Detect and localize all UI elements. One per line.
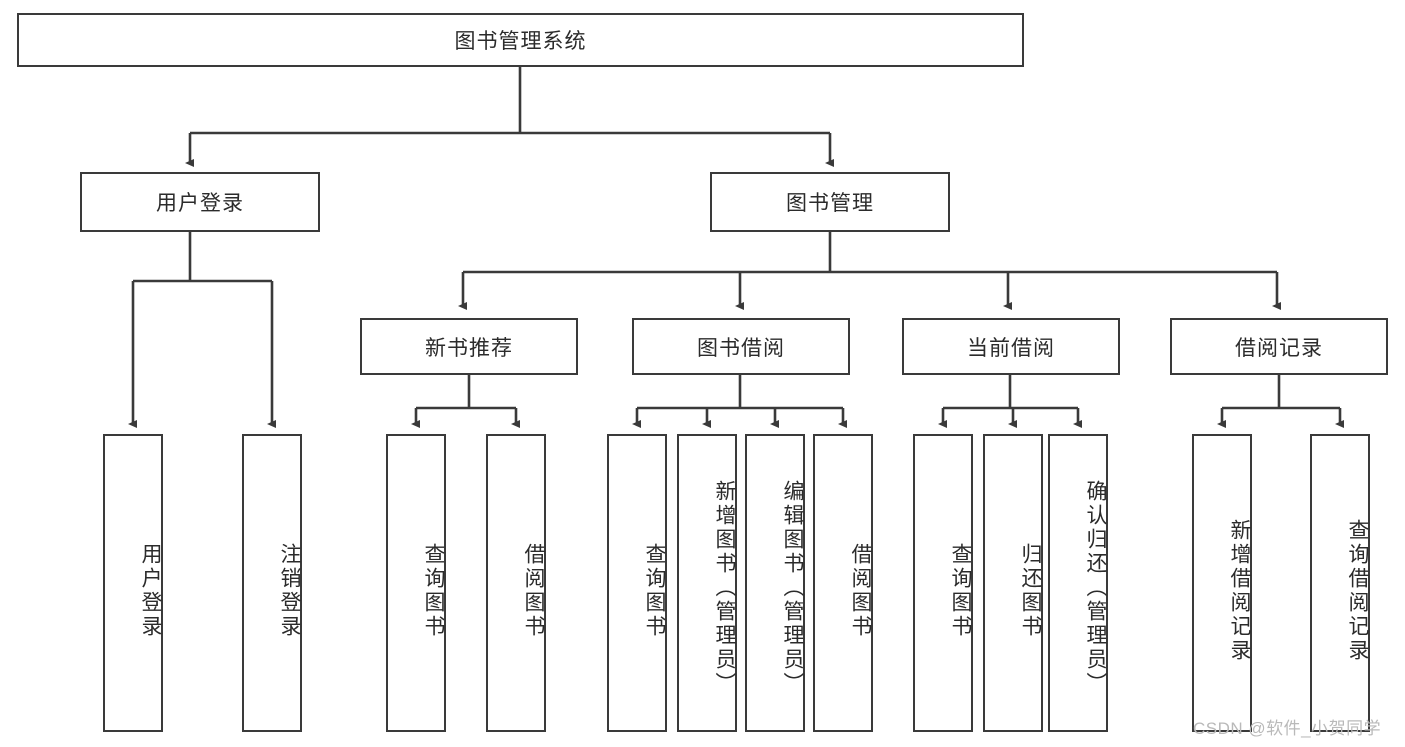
node-leaf-query-book-2[interactable]: 查询图书 bbox=[607, 434, 667, 732]
node-label: 借阅图书 bbox=[522, 543, 545, 639]
node-leaf-confirm-return[interactable]: 确认归还（管理员） bbox=[1048, 434, 1108, 732]
node-label: 查询借阅记录 bbox=[1346, 519, 1369, 663]
node-leaf-edit-book[interactable]: 编辑图书（管理员） bbox=[745, 434, 805, 732]
node-label: 新书推荐 bbox=[425, 336, 513, 360]
node-label: 查询图书 bbox=[643, 543, 666, 639]
node-label: 借阅记录 bbox=[1235, 336, 1323, 360]
node-borrow-record[interactable]: 借阅记录 bbox=[1170, 318, 1388, 375]
node-label: 新增图书（管理员） bbox=[713, 480, 736, 696]
watermark-text: CSDN @软件_小贺同学 bbox=[1193, 719, 1382, 738]
node-book-borrow[interactable]: 图书借阅 bbox=[632, 318, 850, 375]
node-label: 借阅图书 bbox=[849, 543, 872, 639]
node-label: 归还图书 bbox=[1019, 543, 1042, 639]
node-user-login[interactable]: 用户登录 bbox=[80, 172, 320, 232]
node-label: 用户登录 bbox=[156, 192, 244, 215]
node-label: 查询图书 bbox=[422, 543, 445, 639]
node-label: 图书借阅 bbox=[697, 336, 785, 360]
node-label: 确认归还（管理员） bbox=[1084, 480, 1107, 696]
node-label: 用户登录 bbox=[139, 543, 162, 639]
node-current-borrow[interactable]: 当前借阅 bbox=[902, 318, 1120, 375]
node-leaf-borrow-book-1[interactable]: 借阅图书 bbox=[486, 434, 546, 732]
node-label: 查询图书 bbox=[949, 543, 972, 639]
node-new-book-recommend[interactable]: 新书推荐 bbox=[360, 318, 578, 375]
node-label: 当前借阅 bbox=[967, 336, 1055, 360]
node-book-management[interactable]: 图书管理 bbox=[710, 172, 950, 232]
node-label: 注销登录 bbox=[278, 543, 301, 639]
node-book-management-system[interactable]: 图书管理系统 bbox=[17, 13, 1024, 67]
node-leaf-query-book-1[interactable]: 查询图书 bbox=[386, 434, 446, 732]
node-leaf-add-book[interactable]: 新增图书（管理员） bbox=[677, 434, 737, 732]
node-leaf-add-record[interactable]: 新增借阅记录 bbox=[1192, 434, 1252, 732]
node-leaf-query-book-3[interactable]: 查询图书 bbox=[913, 434, 973, 732]
node-leaf-borrow-book-2[interactable]: 借阅图书 bbox=[813, 434, 873, 732]
node-leaf-return-book[interactable]: 归还图书 bbox=[983, 434, 1043, 732]
node-label: 编辑图书（管理员） bbox=[781, 480, 804, 696]
node-label: 新增借阅记录 bbox=[1228, 519, 1251, 663]
node-leaf-logout-login[interactable]: 注销登录 bbox=[242, 434, 302, 732]
node-label: 图书管理系统 bbox=[454, 30, 587, 53]
node-label: 图书管理 bbox=[786, 192, 874, 215]
node-leaf-query-record[interactable]: 查询借阅记录 bbox=[1310, 434, 1370, 732]
node-leaf-user-login[interactable]: 用户登录 bbox=[103, 434, 163, 732]
